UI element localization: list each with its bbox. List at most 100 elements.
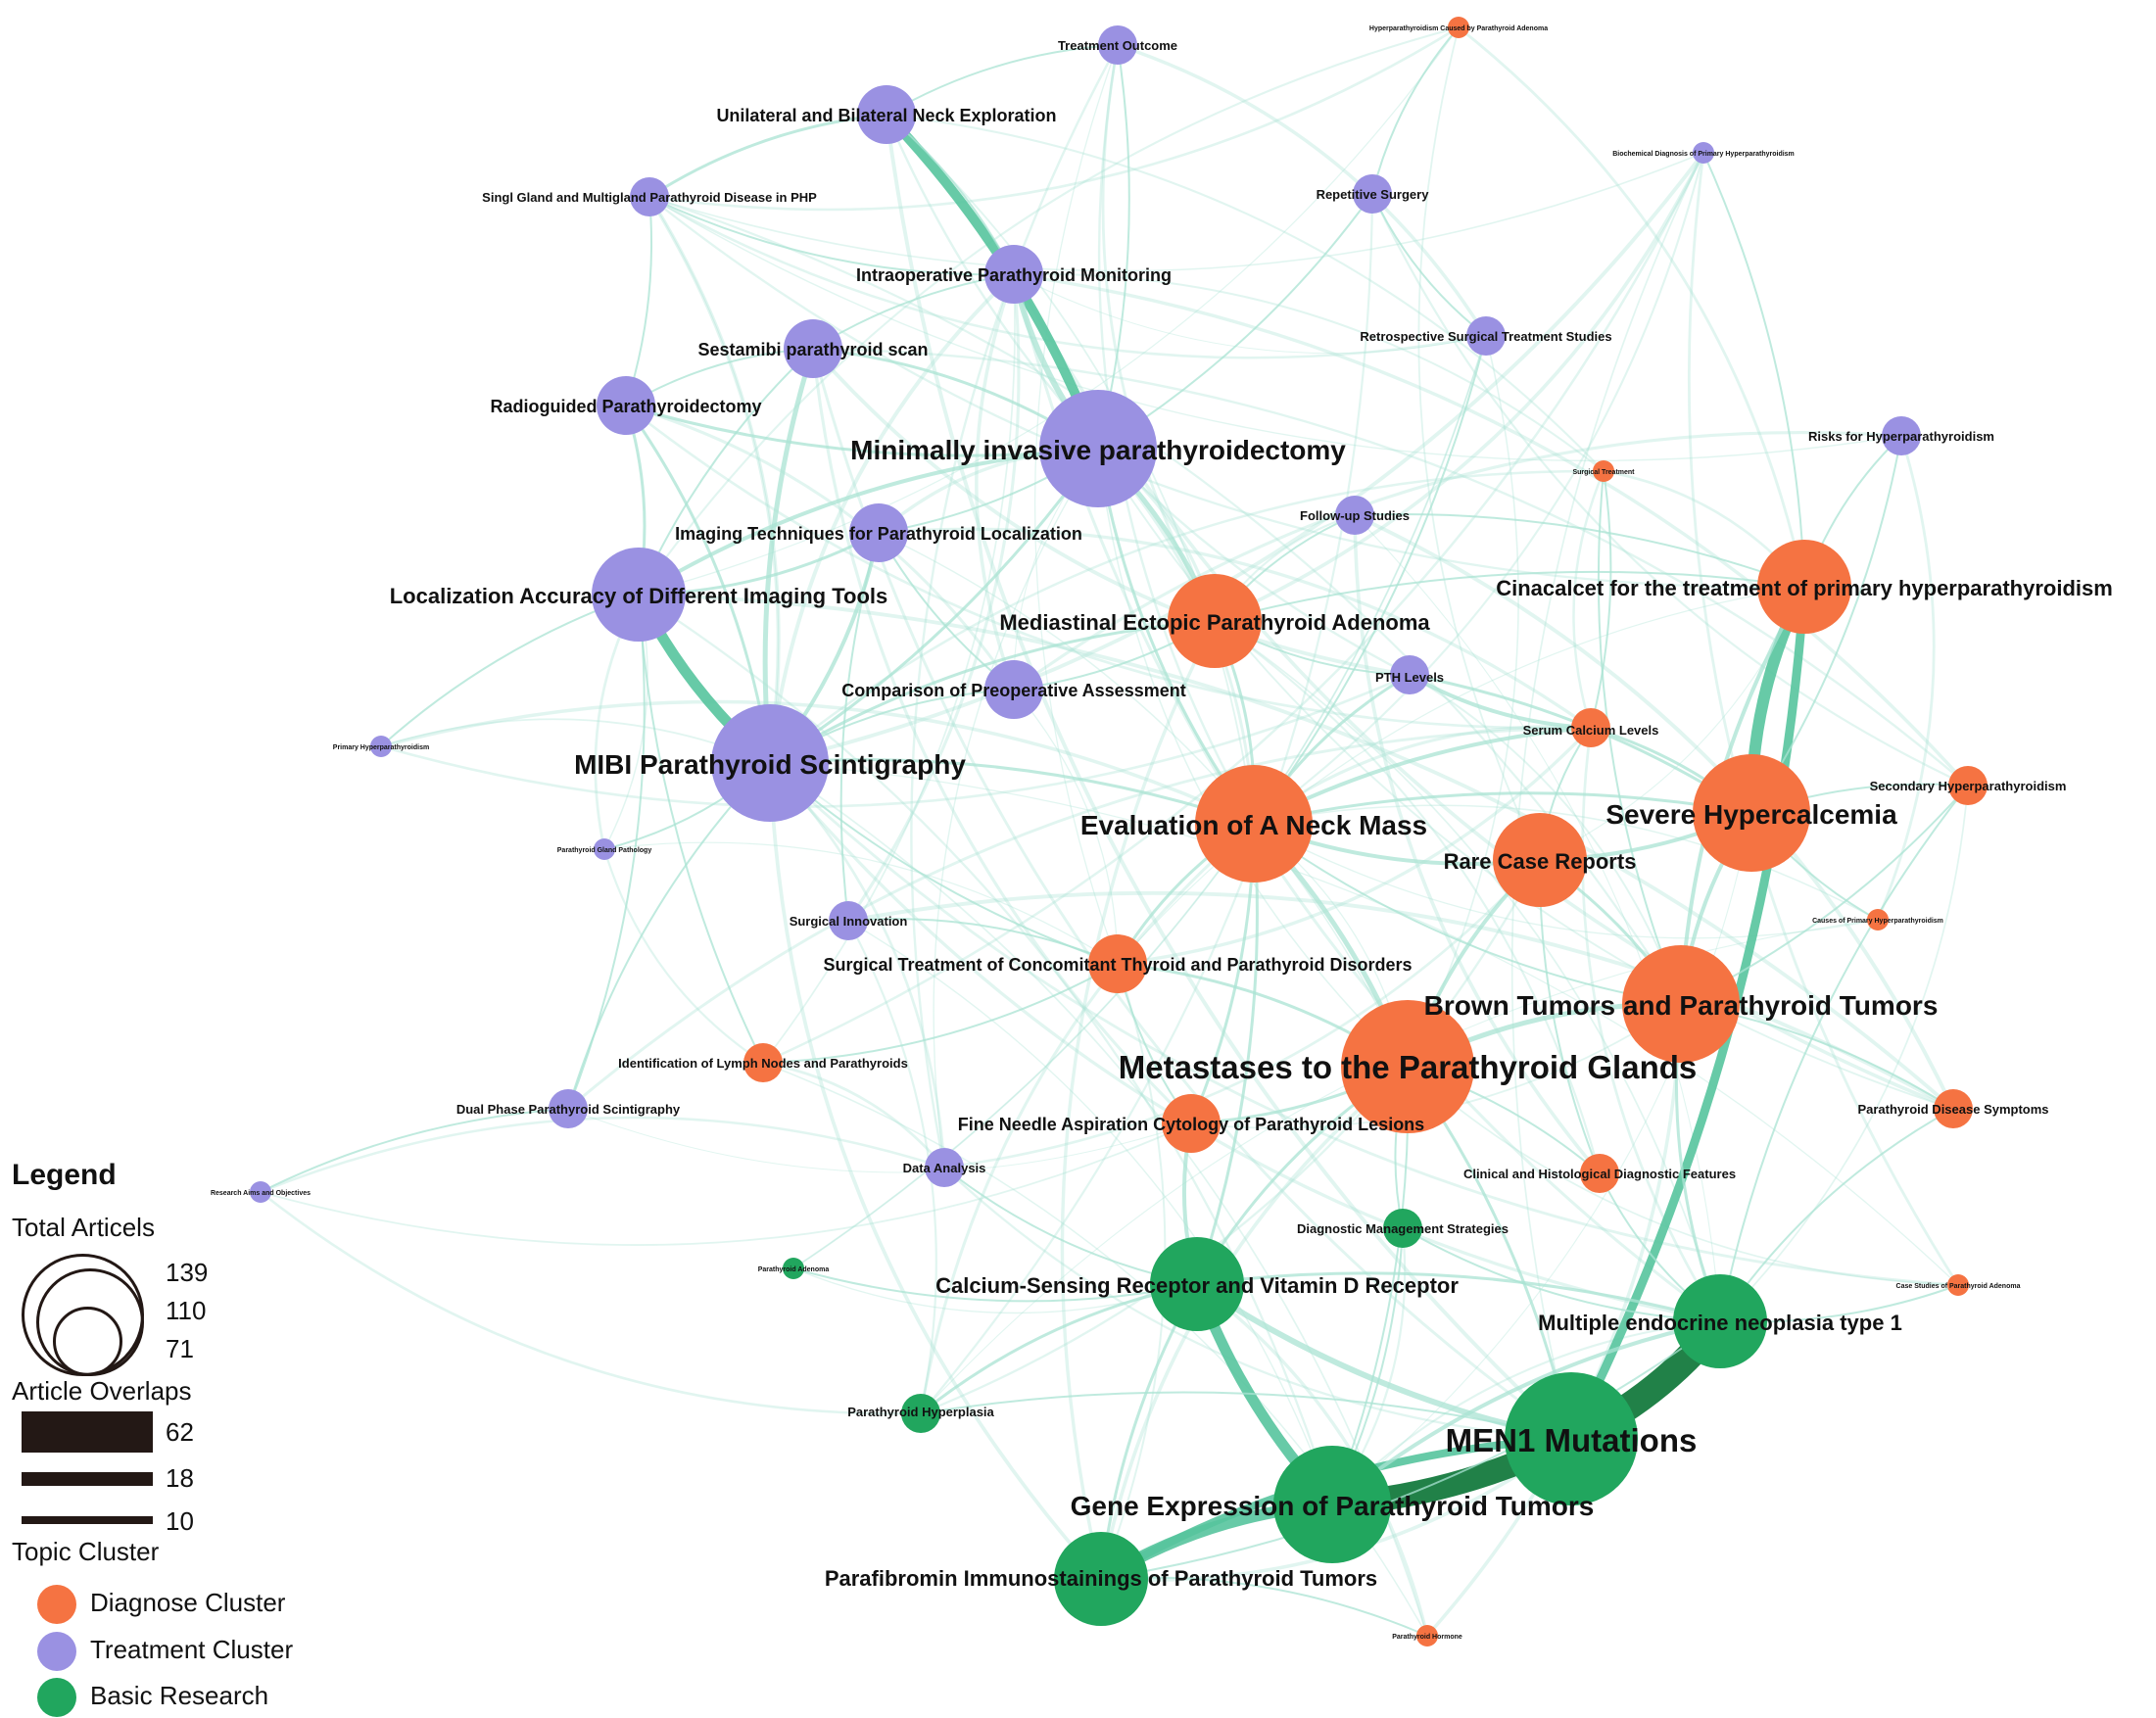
node-brown-tumors[interactable] [1622,945,1740,1063]
node-parathyroid-hyperplasia[interactable] [901,1394,940,1433]
node-disease-symptoms[interactable] [1934,1089,1973,1128]
background-edge [769,761,1959,1287]
background-edge [567,1108,1192,1173]
background-edge [638,594,1334,1505]
node-biochemical-diagnosis[interactable] [1693,142,1714,164]
edge-dual-phase--localization-accuracy [567,594,646,1110]
edge-neck-mass--brown-tumors [1253,823,1682,1005]
node-minimally-invasive[interactable] [1039,390,1157,507]
node-label-diagnostic-management: Diagnostic Management Strategies [1297,1221,1509,1236]
node-men1-mutations[interactable] [1505,1372,1638,1505]
node-label-mibi-scintigraphy: MIBI Parathyroid Scintigraphy [574,749,966,780]
node-cinacalcet[interactable] [1757,540,1851,634]
node-serum-calcium[interactable] [1571,708,1610,747]
edge-surgical-innovation--imaging-techniques [839,532,880,922]
node-surgical-treatment[interactable] [1593,460,1614,482]
node-retrospective-surgical[interactable] [1466,316,1506,356]
node-label-parafibromin: Parafibromin Immunostainings of Parathyr… [825,1566,1377,1591]
node-label-secondary-hpt: Secondary Hyperparathyroidism [1870,779,2067,793]
node-pth-levels[interactable] [1390,655,1429,694]
node-label-men1-mutations: MEN1 Mutations [1446,1422,1698,1458]
background-edge [878,527,1592,730]
node-fna-cytology[interactable] [1162,1094,1221,1153]
edge-parathyroid-adenoma--casr-vdr [792,1267,1198,1303]
node-preoperative-assessment[interactable] [984,660,1043,719]
background-edge [1033,44,1119,965]
background-edge [762,152,1705,1065]
background-edge [1253,152,1705,825]
background-edge [811,347,1411,677]
node-mibi-scintigraphy[interactable] [711,704,829,822]
node-hpt-parathyroid-adenoma[interactable] [1448,17,1469,38]
node-imaging-techniques[interactable] [849,503,908,562]
node-label-dual-phase: Dual Phase Parathyroid Scintigraphy [456,1102,681,1117]
node-label-hpt-parathyroid-adenoma: Hyperparathyroidism Caused by Parathyroi… [1369,25,1548,32]
node-gland-pathology[interactable] [594,838,615,860]
node-label-serum-calcium: Serum Calcium Levels [1523,723,1659,738]
node-label-casr-vdr: Calcium-Sensing Receptor and Vitamin D R… [935,1273,1459,1298]
node-localization-accuracy[interactable] [592,548,686,642]
background-edge [846,273,1021,922]
node-secondary-hpt[interactable] [1948,766,1988,805]
node-mediastinal-ectopic[interactable] [1168,574,1262,668]
node-research-aims[interactable] [250,1181,271,1203]
node-clinical-histological[interactable] [1580,1154,1619,1193]
background-edge [943,859,1541,1169]
node-causes-primary-hpt[interactable] [1867,909,1889,931]
background-edge [1117,586,1805,965]
edge-treatment-outcome--neck-exploration [886,44,1119,116]
edge-secondary-hpt--men1 [1719,785,1969,1322]
node-label-concomitant-thyroid: Surgical Treatment of Concomitant Thyroi… [823,955,1412,975]
edge-lymph-nodes--localization-accuracy [638,594,764,1064]
background-edge [1097,448,1409,1068]
node-men1[interactable] [1673,1274,1767,1368]
node-severe-hypercalcemia[interactable] [1693,754,1810,872]
node-metastases[interactable] [1341,1000,1474,1133]
background-edge [812,347,1969,787]
node-single-multigland[interactable] [630,177,669,216]
node-sestamibi-scan[interactable] [784,319,842,378]
node-rare-case-reports[interactable] [1493,813,1587,907]
node-risks-hpt[interactable] [1882,416,1921,455]
background-edge [380,699,1255,826]
node-casr-vdr[interactable] [1150,1237,1244,1331]
node-data-analysis[interactable] [925,1148,964,1187]
node-gene-expression[interactable] [1273,1446,1391,1563]
node-case-studies-adenoma[interactable] [1947,1274,1969,1296]
edge-mibi-scintigraphy--neck-mass [768,758,1256,826]
node-neck-exploration[interactable] [857,85,916,144]
node-label-repetitive-surgery: Repetitive Surgery [1317,187,1430,202]
node-label-surgical-innovation: Surgical Innovation [790,914,908,929]
background-edge [1013,272,1970,787]
node-neck-mass[interactable] [1195,765,1313,883]
node-label-radioguided: Radioguided Parathyroidectomy [490,397,761,416]
edge-neck-exploration--single-multigland [647,113,888,199]
background-edge [1581,727,1722,1322]
background-edge [1117,726,1593,966]
background-edge [648,152,1704,272]
node-follow-up[interactable] [1335,496,1374,535]
background-edge [1253,804,1879,921]
background-edge [1214,152,1705,623]
node-repetitive-surgery[interactable] [1353,174,1392,214]
node-primary-hpt[interactable] [370,736,392,757]
node-parathyroid-adenoma[interactable] [783,1258,804,1279]
node-label-disease-symptoms: Parathyroid Disease Symptoms [1857,1102,2048,1117]
node-parathyroid-hormone[interactable] [1416,1625,1438,1646]
node-parafibromin[interactable] [1054,1532,1148,1626]
node-treatment-outcome[interactable] [1098,25,1137,65]
node-surgical-innovation[interactable] [829,901,868,940]
node-label-neck-mass: Evaluation of A Neck Mass [1080,810,1427,840]
node-radioguided[interactable] [597,376,655,435]
node-label-gland-pathology: Parathyroid Gland Pathology [557,847,652,854]
background-edge [1425,1003,1683,1638]
node-concomitant-thyroid[interactable] [1088,934,1147,993]
node-lymph-nodes[interactable] [743,1043,783,1082]
edge-casr-vdr--men1 [1195,1271,1722,1323]
node-intraoperative-monitoring[interactable] [984,245,1043,304]
node-diagnostic-management[interactable] [1383,1209,1422,1248]
edge-retrospective-surgical--neck-mass [1253,335,1487,825]
background-edge [1331,812,1752,1505]
edge-mibi-scintigraphy--sestamibi-scan [762,346,816,766]
node-dual-phase[interactable] [549,1089,588,1128]
